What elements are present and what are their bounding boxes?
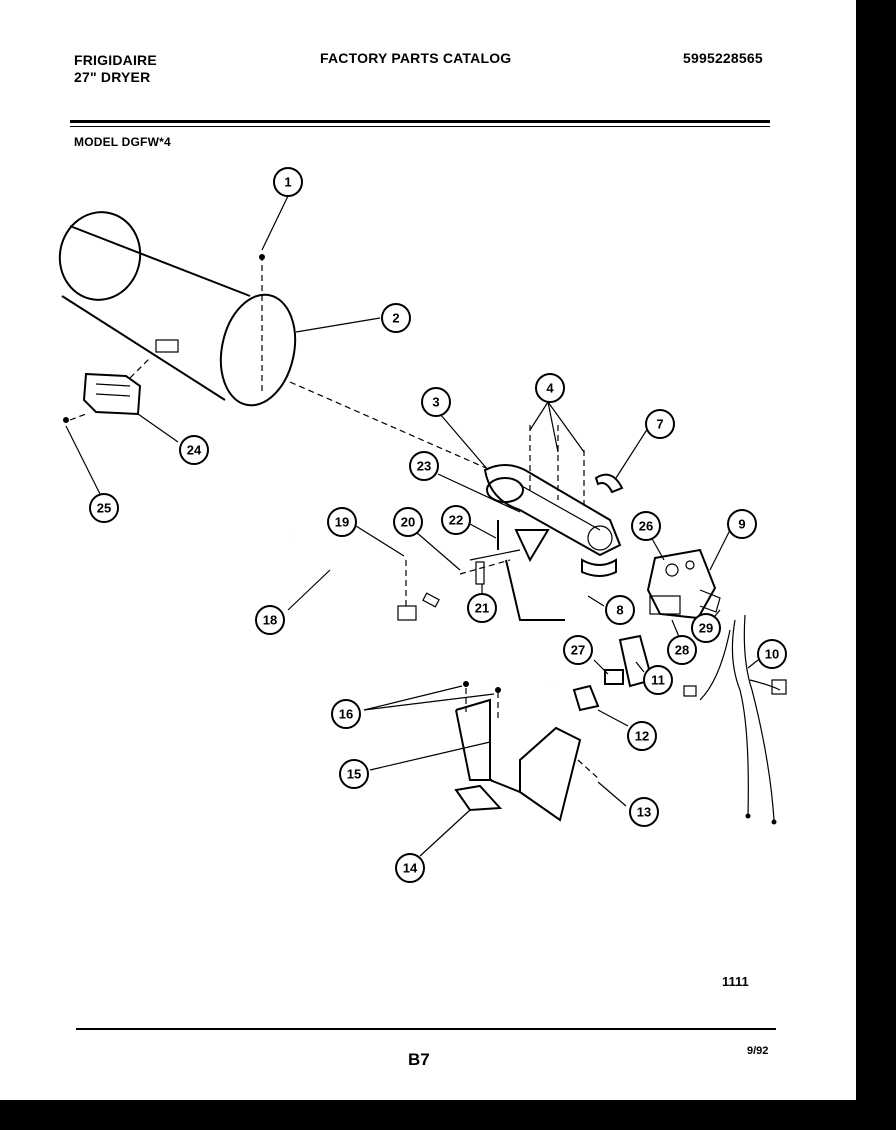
callout-29: 29 xyxy=(691,613,721,643)
callout-2: 2 xyxy=(381,303,411,333)
svg-text:24: 24 xyxy=(187,443,202,458)
header-rule xyxy=(70,120,770,123)
svg-text:29: 29 xyxy=(699,621,713,636)
product-name: 27" DRYER xyxy=(74,69,151,85)
svg-text:12: 12 xyxy=(635,729,649,744)
callout-23: 23 xyxy=(409,451,439,481)
revision-date: 9/92 xyxy=(747,1045,769,1057)
wire-harness-part xyxy=(683,614,787,825)
svg-text:20: 20 xyxy=(401,515,415,530)
callout-19: 19 xyxy=(327,507,357,537)
catalog-title: FACTORY PARTS CATALOG xyxy=(320,50,512,66)
callout-16: 16 xyxy=(331,699,361,729)
callout-9: 9 xyxy=(727,509,757,539)
callout-24: 24 xyxy=(179,435,209,465)
svg-text:23: 23 xyxy=(417,459,431,474)
svg-text:15: 15 xyxy=(347,767,361,782)
callout-18: 18 xyxy=(255,605,285,635)
callout-1: 1 xyxy=(273,167,303,197)
footer-rule xyxy=(76,1028,776,1030)
svg-text:11: 11 xyxy=(651,673,665,688)
callout-14: 14 xyxy=(395,853,425,883)
igniter-part xyxy=(459,520,565,621)
svg-text:16: 16 xyxy=(339,707,353,722)
callout-26: 26 xyxy=(631,511,661,541)
catalog-page: FRIGIDAIRE 27" DRYER FACTORY PARTS CATAL… xyxy=(58,50,787,1069)
callout-22: 22 xyxy=(441,505,471,535)
brand-name: FRIGIDAIRE xyxy=(74,52,157,68)
callout-12: 12 xyxy=(627,721,657,751)
brand-block: FRIGIDAIRE 27" DRYER xyxy=(74,52,157,86)
callout-27: 27 xyxy=(563,635,593,665)
svg-text:25: 25 xyxy=(97,501,111,516)
leader-lines xyxy=(65,195,759,857)
svg-text:28: 28 xyxy=(675,643,689,658)
callout-15: 15 xyxy=(339,759,369,789)
callout-7: 7 xyxy=(645,409,675,439)
callout-21: 21 xyxy=(467,593,497,623)
svg-text:3: 3 xyxy=(432,395,439,410)
svg-text:9: 9 xyxy=(738,517,745,532)
burner-assembly-part xyxy=(483,464,624,577)
svg-text:7: 7 xyxy=(656,417,663,432)
gas-valve-part xyxy=(646,548,721,620)
svg-text:4: 4 xyxy=(546,381,554,396)
callout-11: 11 xyxy=(643,665,673,695)
callout-25: 25 xyxy=(89,493,119,523)
drum-part xyxy=(58,211,297,407)
callout-20: 20 xyxy=(393,507,423,537)
scan-border-right xyxy=(856,0,896,1130)
svg-text:10: 10 xyxy=(765,647,779,662)
svg-text:27: 27 xyxy=(571,643,585,658)
svg-text:19: 19 xyxy=(335,515,349,530)
svg-text:26: 26 xyxy=(639,519,653,534)
svg-text:2: 2 xyxy=(392,311,399,326)
callout-4: 4 xyxy=(535,373,565,403)
svg-text:13: 13 xyxy=(637,805,651,820)
manifold-pipe-part xyxy=(288,533,554,687)
scan-border-bottom xyxy=(0,1100,896,1130)
svg-text:1: 1 xyxy=(284,175,291,190)
callout-13: 13 xyxy=(629,797,659,827)
svg-text:14: 14 xyxy=(403,861,418,876)
callout-10: 10 xyxy=(757,639,787,669)
callout-28: 28 xyxy=(667,635,697,665)
model-label: MODEL DGFW*4 xyxy=(74,135,171,149)
catalog-number: 5995228565 xyxy=(683,50,763,66)
callout-3: 3 xyxy=(421,387,451,417)
svg-text:18: 18 xyxy=(263,613,277,628)
mounting-bracket-part xyxy=(454,681,601,822)
exploded-parts-diagram: 1 2 3 4 7 23 26 9 19 20 22 8 18 21 27 11… xyxy=(58,167,787,883)
header-rule-thin xyxy=(70,126,770,127)
page-number: B7 xyxy=(408,1050,430,1069)
svg-text:8: 8 xyxy=(616,603,623,618)
callout-8: 8 xyxy=(605,595,635,625)
svg-text:21: 21 xyxy=(475,601,489,616)
diagram-code: 1111 xyxy=(722,974,749,989)
svg-text:22: 22 xyxy=(449,513,463,528)
terminal-block-part xyxy=(63,357,151,423)
